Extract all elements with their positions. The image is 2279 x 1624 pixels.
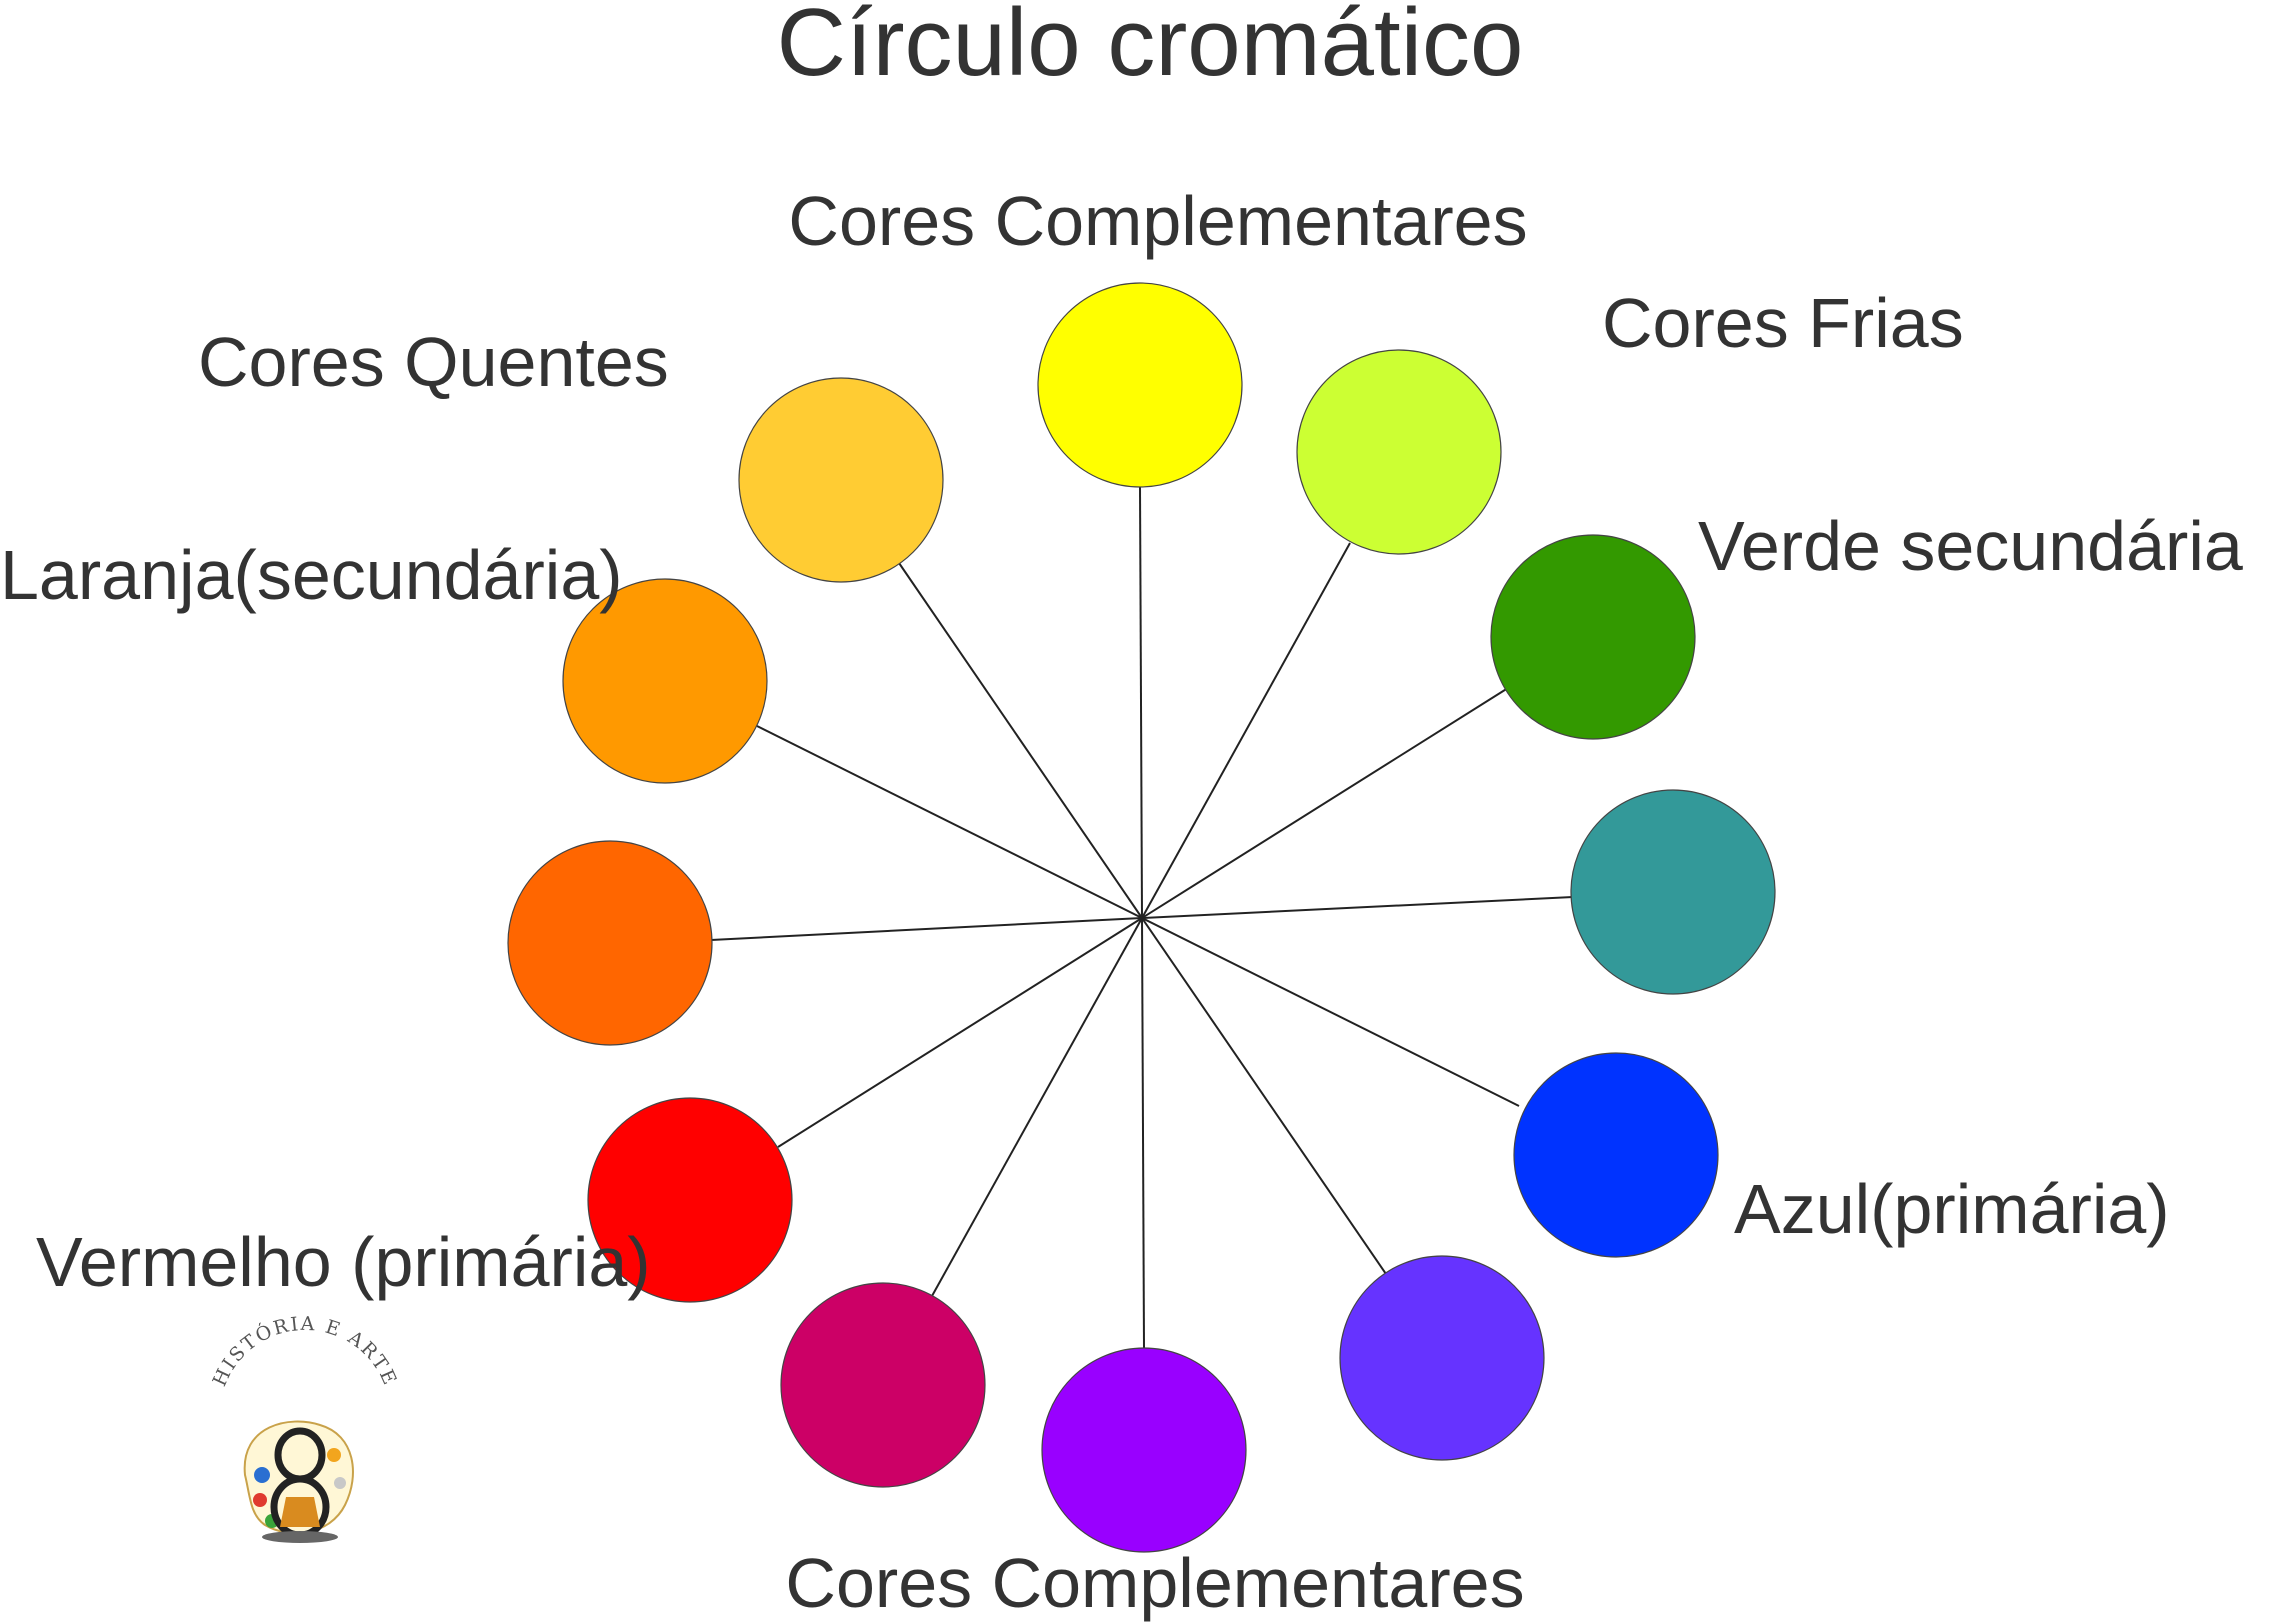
label-red-primary: Vermelho (primária)	[36, 1223, 651, 1301]
spoke-red-orange	[710, 917, 1143, 941]
disc-blue-violet	[1339, 1255, 1545, 1461]
spoke-yellow	[1139, 486, 1143, 919]
historia-e-arte-logo: HISTÓRIA E ARTE	[209, 1313, 402, 1543]
hourglass-icon	[262, 1427, 338, 1543]
paint-blob-icon	[253, 1493, 267, 1507]
label-top-complementary: Cores Complementares	[788, 182, 1527, 260]
label-cool-colors: Cores Frias	[1602, 284, 1964, 362]
color-discs	[507, 282, 1776, 1553]
disc-orange	[562, 578, 768, 784]
disc-violet	[1041, 1347, 1247, 1553]
spoke-blue-violet	[1141, 917, 1387, 1275]
disc-yellow-green	[1296, 349, 1502, 555]
paint-blob-icon	[334, 1477, 346, 1489]
label-bottom-complementary: Cores Complementares	[785, 1544, 1524, 1622]
spoke-yellow-orange	[898, 562, 1143, 919]
disc-yellow-orange	[738, 377, 944, 583]
spoke-blue	[1141, 917, 1520, 1107]
page-title: Círculo cromático	[777, 0, 1524, 96]
spoke-green	[1141, 687, 1509, 919]
paint-blob-icon	[327, 1448, 341, 1462]
disc-magenta	[780, 1282, 986, 1488]
label-warm-colors: Cores Quentes	[198, 323, 669, 401]
disc-red-orange	[507, 840, 713, 1046]
disc-red	[587, 1097, 793, 1303]
label-green-secondary: Verde secundária	[1698, 507, 2243, 585]
label-orange-secondary: Laranja(secundária)	[0, 536, 623, 614]
spoke-orange	[756, 725, 1143, 919]
label-blue-primary: Azul(primária)	[1734, 1170, 2170, 1248]
disc-blue	[1513, 1052, 1719, 1258]
logo-text: HISTÓRIA E ARTE	[209, 1313, 402, 1390]
spoke-red	[777, 917, 1143, 1148]
disc-yellow	[1037, 282, 1243, 488]
spoke-magenta	[931, 917, 1143, 1297]
disc-green	[1490, 534, 1696, 740]
spokes	[710, 486, 1574, 1349]
paint-blob-icon	[254, 1467, 270, 1483]
spoke-teal	[1141, 896, 1574, 919]
spoke-yellow-green	[1141, 542, 1351, 919]
disc-teal	[1570, 789, 1776, 995]
spoke-violet	[1141, 917, 1145, 1349]
